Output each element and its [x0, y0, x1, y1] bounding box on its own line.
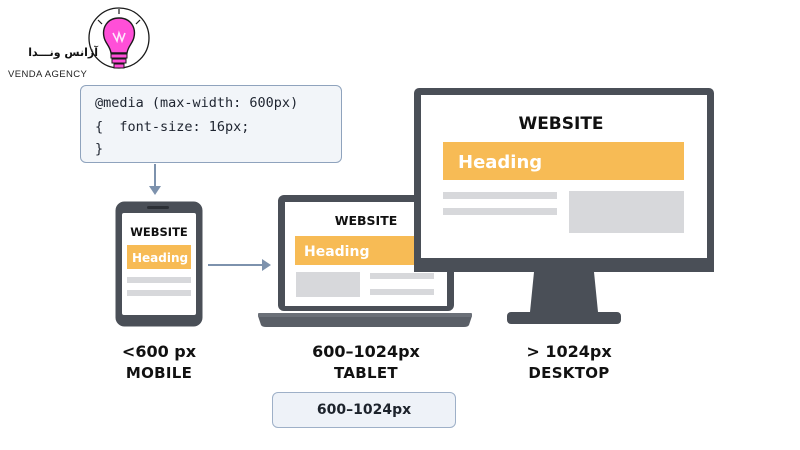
desktop-name-label: DESKTOP	[528, 364, 610, 382]
tablet-heading-label: Heading	[304, 244, 369, 260]
tablet-range-box: 600–1024px	[272, 392, 456, 428]
code-line-2: { font-size: 16px;	[95, 119, 250, 135]
lightbulb-icon	[88, 7, 150, 69]
desktop-device: WEBSITE Heading	[414, 88, 714, 324]
arrow-code-to-mobile-head	[149, 186, 161, 195]
tablet-size-label: 600–1024px	[312, 342, 420, 361]
arrow-mobile-to-tablet-head	[262, 259, 271, 271]
code-line-3: }	[95, 141, 104, 157]
code-line-1: @media (max-width: 600px)	[95, 95, 299, 111]
mobile-heading-label: Heading	[132, 251, 188, 265]
tablet-name-label: TABLET	[334, 364, 398, 382]
desktop-size-label: > 1024px	[526, 342, 612, 361]
mobile-name-label: MOBILE	[125, 364, 193, 382]
tablet-device: WEBSITE Heading	[258, 195, 472, 327]
mobile-device: WEBSITE Heading	[115, 201, 203, 327]
desktop-heading-label: Heading	[458, 152, 542, 173]
desktop-screen-title: WEBSITE	[518, 114, 603, 134]
mobile-screen-title: WEBSITE	[130, 225, 188, 239]
css-media-query-box: @media (max-width: 600px) { font-size: 1…	[80, 85, 342, 163]
logo-english-name: VENDA AGENCY	[8, 69, 88, 80]
tablet-screen-title: WEBSITE	[335, 213, 398, 228]
mobile-size-label: <600 px	[121, 342, 197, 361]
logo-persian-name: آژانس ونـــدا	[28, 46, 98, 59]
